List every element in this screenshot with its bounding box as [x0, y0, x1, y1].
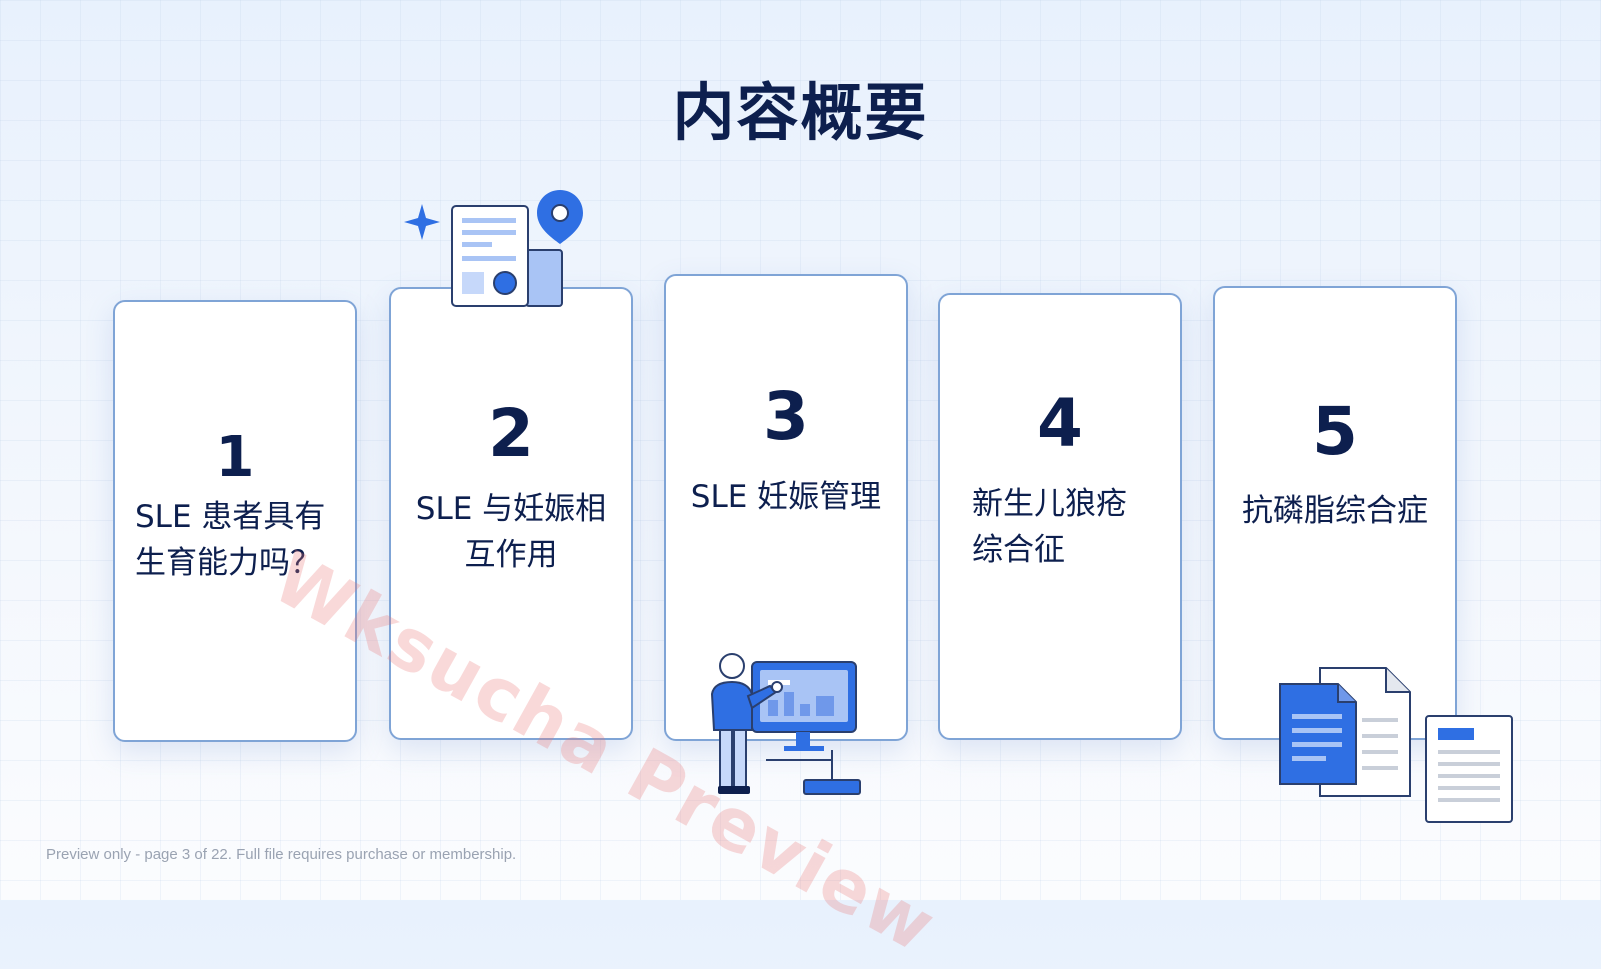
document-location-icon — [404, 190, 583, 307]
documents-stack-icon — [1279, 667, 1513, 823]
agenda-card-2[interactable]: 2 SLE 与妊娠相 互作用 — [389, 287, 633, 740]
card-number: 1 — [215, 425, 255, 490]
agenda-card-1[interactable]: 1 SLE 患者具有 生育能力吗？ — [113, 300, 357, 742]
presenter-monitor-icon — [710, 653, 861, 795]
card-label: SLE 妊娠管理 — [690, 479, 882, 515]
card-number: 5 — [1312, 393, 1358, 470]
agenda-card-5[interactable]: 5 抗磷脂综合症 — [1213, 286, 1457, 740]
card-label: SLE 患者具有 生育能力吗？ — [135, 499, 326, 581]
card-label: 新生儿狼疮 综合征 — [972, 486, 1127, 568]
card-label: 抗磷脂综合症 — [1242, 493, 1428, 529]
card-label: SLE 与妊娠相 互作用 — [415, 491, 607, 573]
card-number: 2 — [488, 395, 534, 472]
card-number: 4 — [1037, 385, 1083, 462]
sparkle-icon — [404, 204, 440, 240]
page-title: 内容概要 — [672, 76, 929, 149]
agenda-card-4[interactable]: 4 新生儿狼疮 综合征 — [938, 293, 1182, 740]
footer-note: Preview only - page 3 of 22. Full file r… — [46, 846, 517, 863]
card-number: 3 — [763, 378, 809, 455]
agenda-card-3[interactable]: 3 SLE 妊娠管理 — [664, 274, 908, 741]
